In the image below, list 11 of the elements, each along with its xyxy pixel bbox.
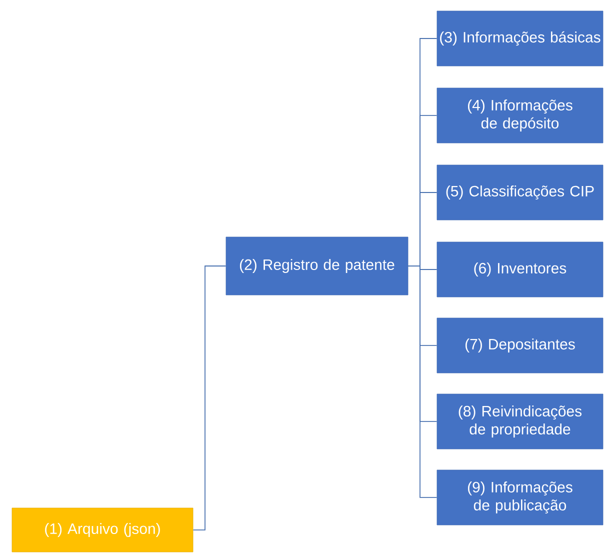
process-box: (4) Informações de depósito (436, 88, 604, 144)
connector-line (192, 266, 226, 530)
process-box: (7) Depositantes (436, 318, 604, 374)
process-box: (6) Inventores (436, 242, 604, 298)
process-box: (8) Reivindicações de propriedade (436, 394, 604, 450)
file-box: (1) Arquivo (json) (12, 508, 194, 552)
process-box: (5) Classificações CIP (436, 164, 604, 220)
process-box: (3) Informações básicas (436, 10, 604, 66)
connector-line (408, 266, 438, 498)
process-box: (2) Registro de patente (226, 236, 408, 296)
process-box: (9) Informações de publicação (436, 470, 604, 526)
